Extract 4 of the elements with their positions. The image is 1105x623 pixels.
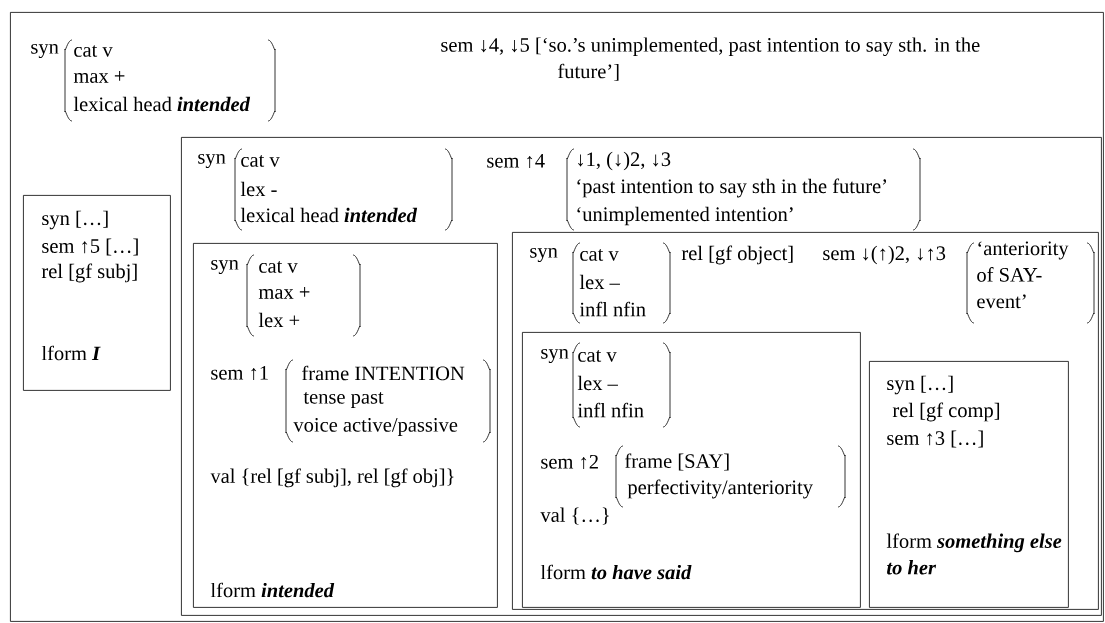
feature-box: syn cat v max + lex + sem ↑1 frame INTENTION tense past voice active/passive val {rel [gf subj], rel [gf obj]} lform intended [193,243,498,608]
feature-box: syn […] rel [gf comp] sem ↑3 […] lform something else to her [869,361,1069,608]
feature-box: syn […] sem ↑5 […] rel [gf subj] lform I [23,195,171,391]
feature-box: syn cat v lex – infl nfin sem ↑2 frame [SAY] perfectivity/anteriority val {…} lform to have said [522,332,861,608]
